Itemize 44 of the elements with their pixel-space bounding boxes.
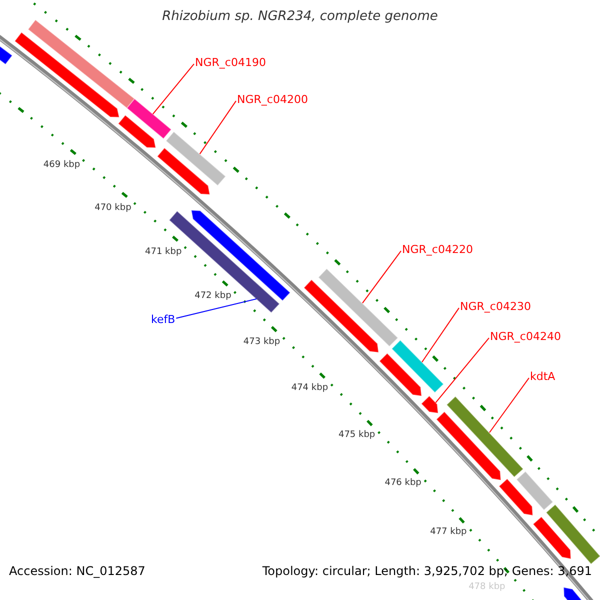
leader-line [435, 337, 490, 404]
leader-line [421, 307, 460, 363]
gene-feature [378, 352, 422, 397]
gene-feature [27, 19, 136, 109]
gene-feature [318, 268, 399, 348]
tick-label: 477 kbp [430, 527, 467, 538]
gene-feature [156, 147, 210, 195]
tick-label: 469 kbp [43, 160, 80, 172]
tick-label: 475 kbp [338, 430, 376, 442]
leader-line [152, 63, 194, 115]
gene-feature [420, 395, 439, 414]
tick-label: 471 kbp [145, 246, 182, 258]
gene-feature [14, 32, 120, 118]
gene-feature [165, 130, 226, 186]
tick-label: 476 kbp [384, 478, 422, 490]
gene-label: kefB [151, 313, 176, 326]
gene-feature [532, 516, 572, 560]
gene-label: NGR_c04230 [460, 300, 531, 314]
gene-feature [391, 340, 444, 394]
gene-feature [516, 470, 554, 511]
footer-text: Accession: NC_012587 [9, 564, 146, 578]
tick-label: 472 kbp [194, 291, 232, 302]
gene-feature [436, 411, 502, 481]
leader-line [176, 298, 258, 319]
gene-feature [118, 114, 156, 148]
gene-label: kdtA [530, 370, 556, 384]
map-title: Rhizobium sp. NGR234, complete genome [161, 9, 439, 25]
leader-line [489, 377, 530, 433]
gene-feature [190, 210, 291, 302]
leader-line [199, 100, 236, 154]
gene-label: NGR_c04200 [237, 93, 308, 106]
gene-feature [126, 98, 172, 140]
gene-feature [498, 478, 534, 516]
tick-label: 470 kbp [94, 203, 132, 214]
gene-feature [303, 279, 380, 353]
tick-label: 473 kbp [243, 336, 280, 348]
gene-label: NGR_c04220 [402, 243, 473, 256]
gene-feature [446, 396, 524, 478]
footer-text: Topology: circular; Length: 3,925,702 bp; Genes: 3,691 [262, 564, 592, 578]
gene-label: NGR_c04190 [195, 56, 266, 70]
gene-label: NGR_c04240 [490, 330, 561, 344]
gene-feature [546, 504, 600, 565]
tick-label: 474 kbp [291, 383, 328, 394]
leader-line [362, 250, 402, 304]
